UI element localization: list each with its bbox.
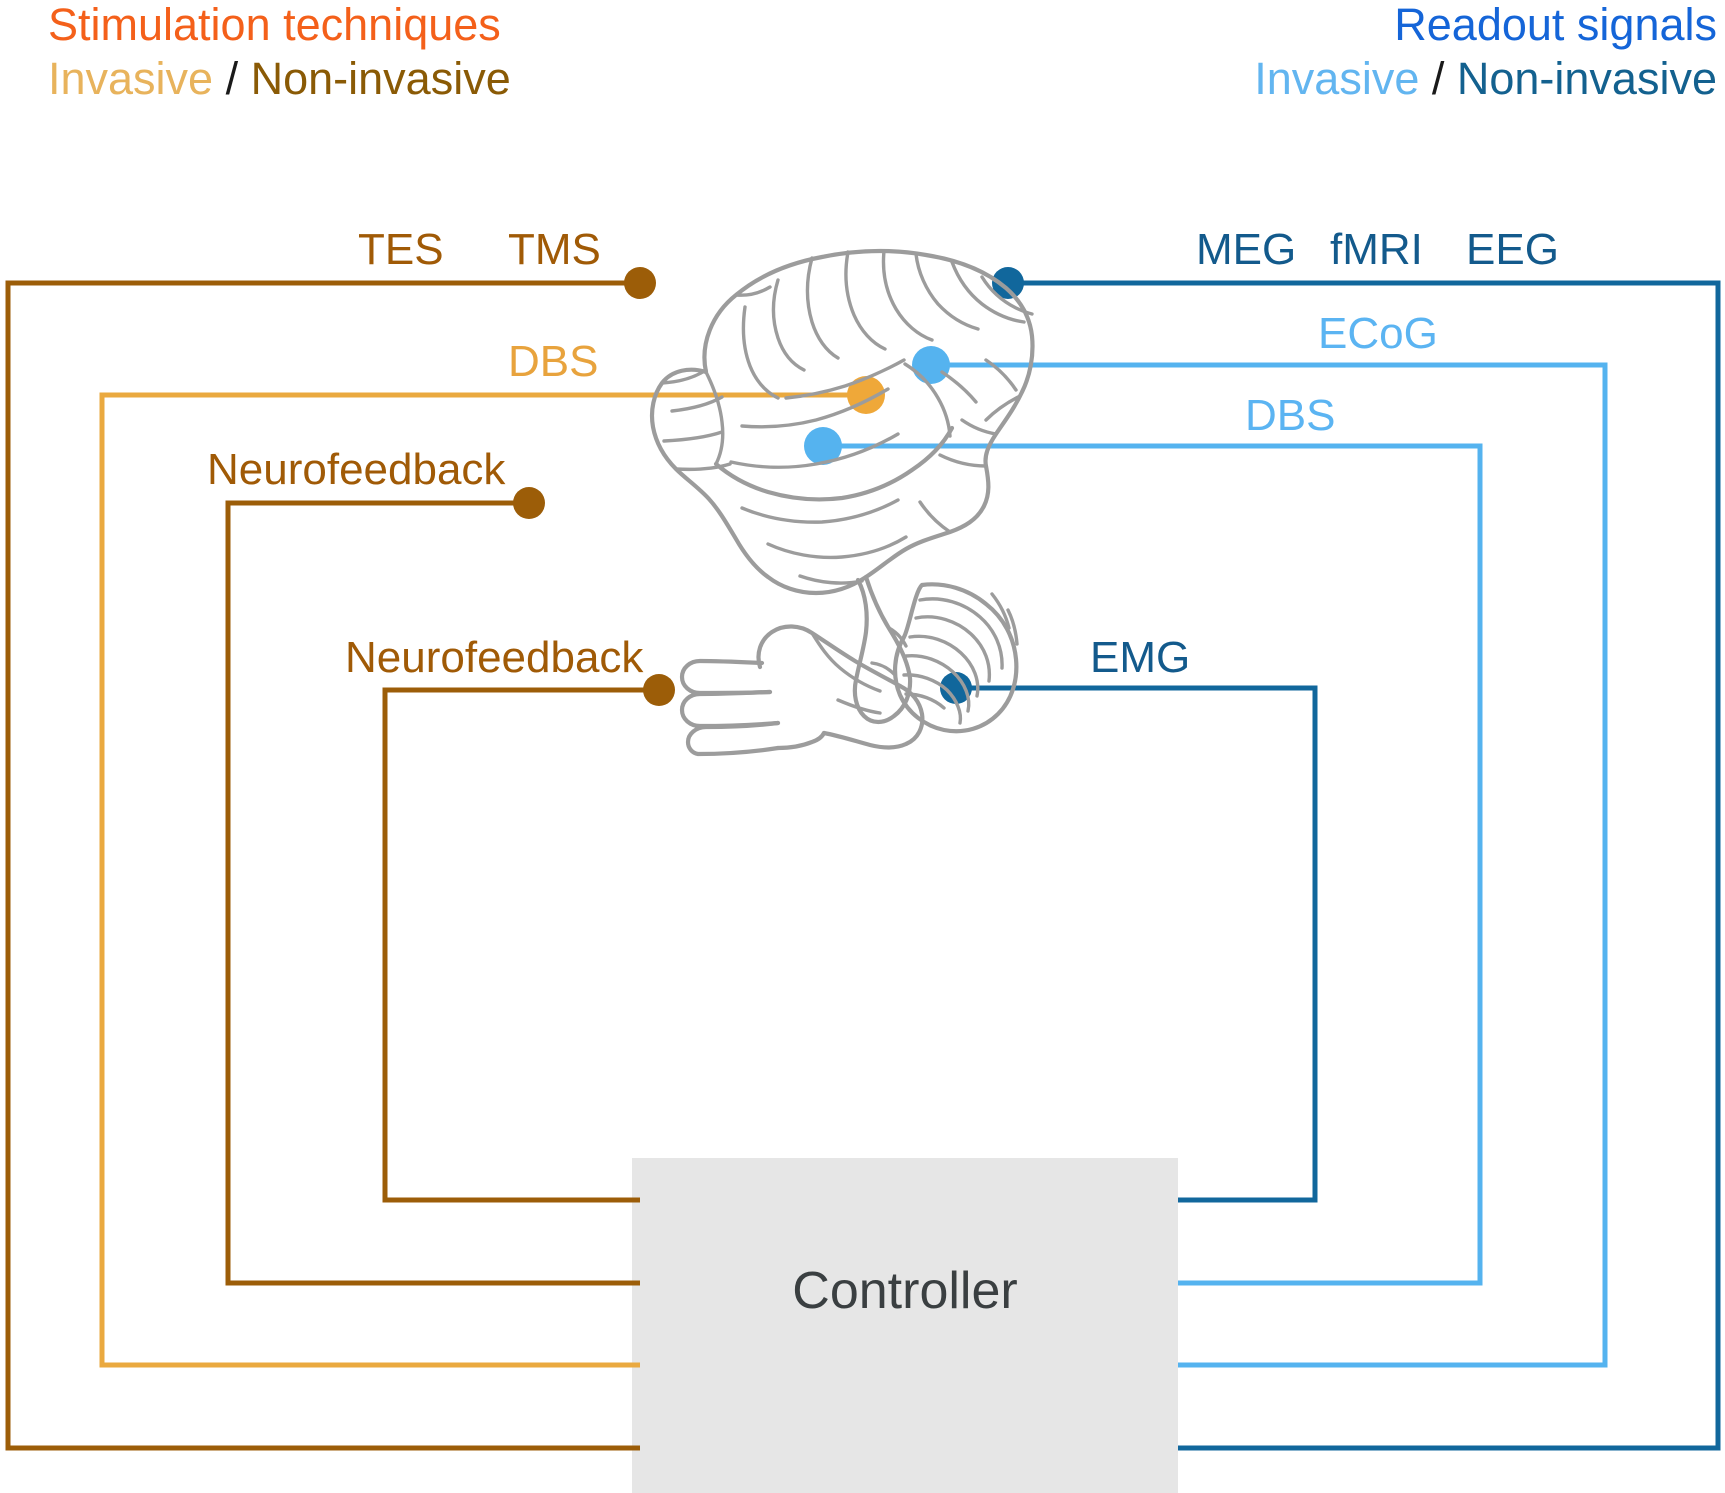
stimulation-separator: / bbox=[213, 53, 251, 104]
brain-illustration bbox=[649, 248, 1035, 734]
stimulation-invasive-label: Invasive bbox=[48, 53, 214, 104]
dot-neurofeedback-hand[interactable] bbox=[643, 674, 675, 706]
readout-title-text: Readout signals bbox=[1394, 0, 1717, 50]
dot-tms-stimulation[interactable] bbox=[624, 267, 656, 299]
hand-illustration bbox=[679, 624, 925, 757]
label-dbs-readout: DBS bbox=[1245, 391, 1336, 440]
dot-emg[interactable] bbox=[940, 672, 972, 704]
stimulation-noninvasive-label: Non-invasive bbox=[250, 53, 511, 104]
stimulation-header-subtitle: Invasive / Non-invasive bbox=[48, 56, 511, 101]
label-dbs-stimulation: DBS bbox=[508, 337, 599, 386]
dot-ecog[interactable] bbox=[912, 346, 950, 384]
readout-invasive-label: Invasive bbox=[1254, 53, 1420, 104]
connection-neurofeedback-hand bbox=[382, 674, 675, 1203]
readout-separator: / bbox=[1419, 53, 1457, 104]
connection-emg bbox=[940, 672, 1318, 1203]
readout-noninvasive-label: Non-invasive bbox=[1456, 53, 1717, 104]
label-emg: EMG bbox=[1090, 633, 1191, 682]
label-neurofeedback-brain: Neurofeedback bbox=[207, 445, 506, 494]
connection-dbs-readout bbox=[804, 427, 1483, 1286]
dot-meg-fmri-eeg[interactable] bbox=[992, 267, 1024, 299]
connection-tes-tms bbox=[5, 267, 656, 1451]
label-meg: MEG bbox=[1196, 225, 1297, 274]
label-eeg: EEG bbox=[1466, 225, 1559, 274]
connection-meg-fmri-eeg bbox=[992, 267, 1721, 1451]
readout-header-title: Readout signals bbox=[1394, 2, 1717, 47]
connection-neurofeedback-brain bbox=[225, 487, 640, 1286]
dot-dbs-readout[interactable] bbox=[804, 427, 842, 465]
label-tes: TES bbox=[358, 225, 444, 274]
stimulation-header-title: Stimulation techniques bbox=[48, 2, 501, 47]
readout-header-subtitle: Invasive / Non-invasive bbox=[1254, 56, 1717, 101]
label-ecog: ECoG bbox=[1318, 309, 1438, 358]
stimulation-title-text: Stimulation techniques bbox=[48, 0, 501, 50]
dot-neurofeedback-brain[interactable] bbox=[513, 487, 545, 519]
label-neurofeedback-hand: Neurofeedback bbox=[345, 633, 644, 682]
label-fmri: fMRI bbox=[1330, 225, 1423, 274]
label-tms: TMS bbox=[508, 225, 601, 274]
controller-box[interactable] bbox=[632, 1158, 1178, 1493]
